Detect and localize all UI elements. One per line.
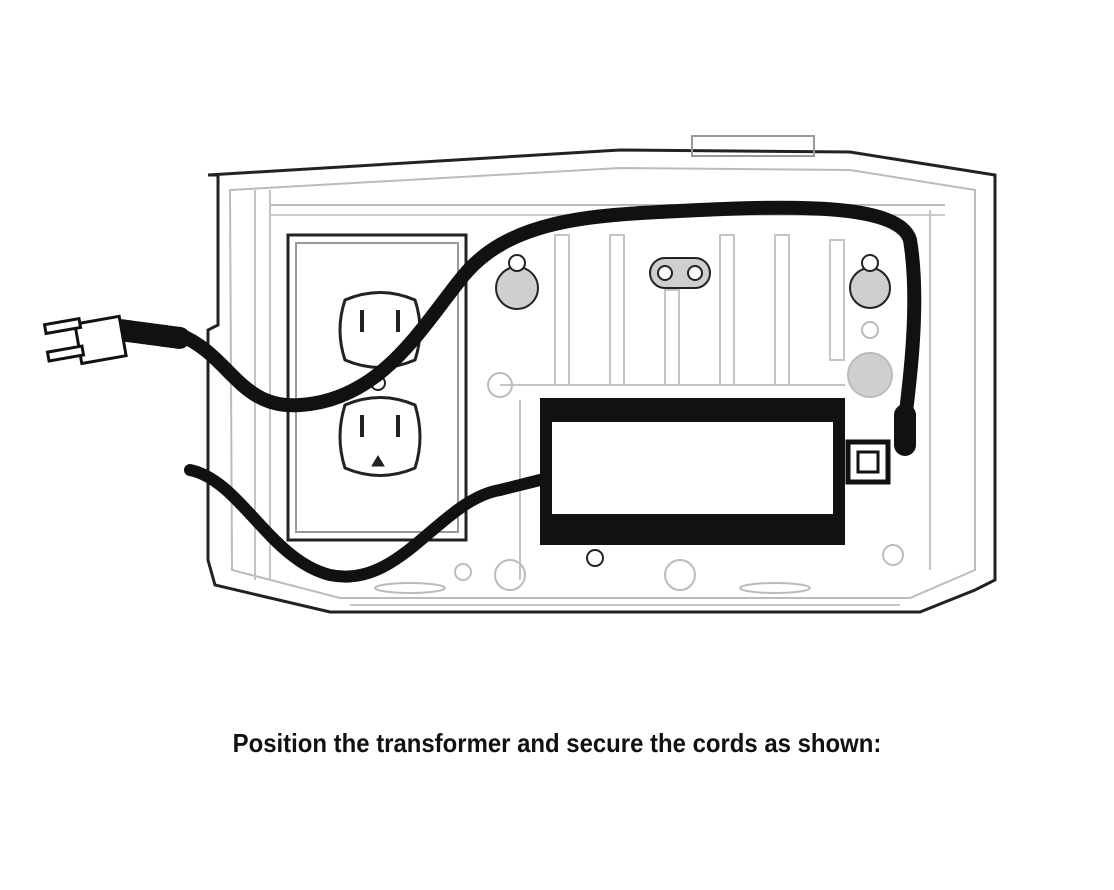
top-tab bbox=[691, 135, 815, 157]
mount-round bbox=[847, 352, 893, 398]
outlet-plate bbox=[286, 233, 468, 542]
low-voltage-cord bbox=[184, 464, 546, 583]
outlet-plate-inner bbox=[295, 242, 459, 533]
screw-icon bbox=[508, 254, 526, 272]
screw-icon bbox=[687, 265, 703, 281]
ground-hole bbox=[371, 455, 385, 467]
plug-prong bbox=[42, 316, 83, 336]
receptacle-bottom bbox=[338, 396, 422, 477]
mount-right bbox=[849, 267, 891, 309]
cords bbox=[109, 200, 922, 583]
screw-icon bbox=[861, 254, 879, 272]
screw-icon bbox=[657, 265, 673, 281]
bottom-bosses bbox=[374, 321, 904, 594]
housing-outline bbox=[206, 148, 997, 614]
receptacle-top bbox=[338, 291, 422, 369]
housing-inner-outline bbox=[228, 166, 976, 599]
transformer-label-area bbox=[552, 422, 833, 514]
cord-clip-center bbox=[856, 450, 880, 474]
wall-outlet bbox=[286, 233, 468, 542]
mount-left bbox=[495, 266, 539, 310]
plug-prong bbox=[45, 344, 86, 363]
instruction-caption: Position the transformer and secure the … bbox=[232, 728, 882, 758]
power-cord bbox=[173, 200, 922, 427]
plug-body bbox=[73, 314, 128, 366]
screw-icon bbox=[586, 549, 604, 567]
ribs bbox=[254, 190, 931, 606]
plug-icon bbox=[42, 314, 128, 366]
plug-strain-relief bbox=[109, 319, 191, 349]
transformer bbox=[540, 398, 891, 545]
screw-mounts bbox=[495, 254, 893, 567]
